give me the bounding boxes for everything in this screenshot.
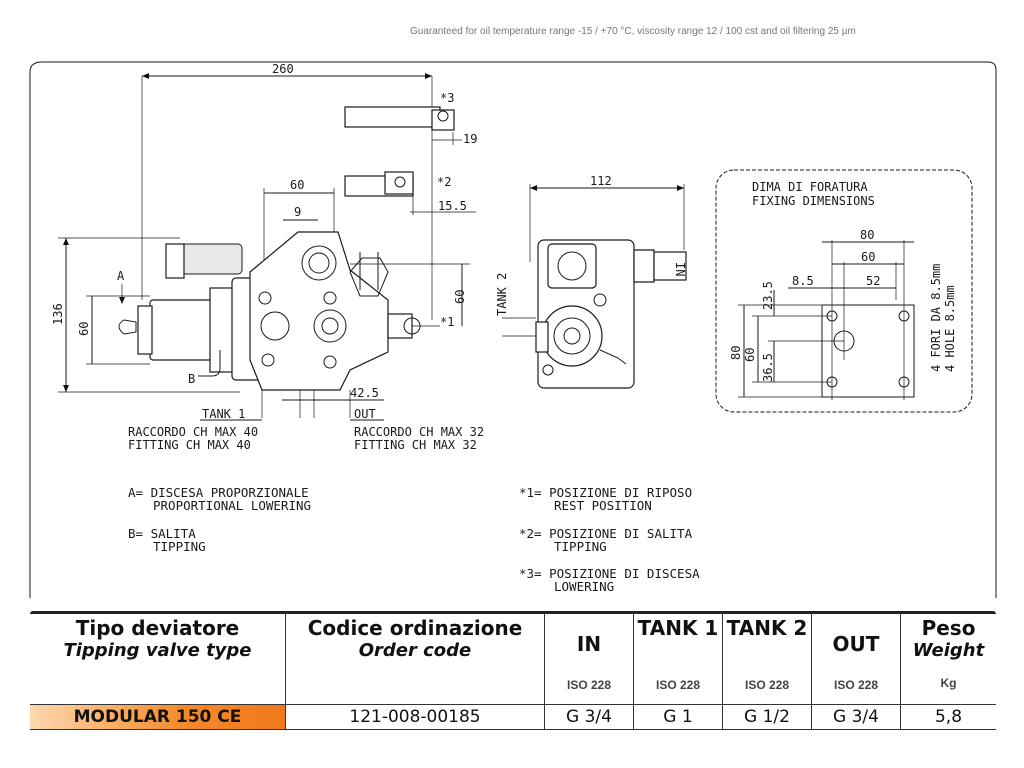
legend: A= DISCESA PROPORZIONALE PROPORTIONAL LO…: [128, 485, 700, 594]
header-weight: Peso Weight Kg: [912, 616, 985, 690]
fixing-dimensions: DIMA DI FORATURA FIXING DIMENSIONS 80 60…: [715, 169, 973, 413]
table-row: MODULAR 150 CE 121-008-00185 G 3/4 G 1 G…: [30, 704, 996, 730]
legend-p3-it: *3= POSIZIONE DI DISCESA: [519, 566, 700, 581]
cell-in: G 3/4: [544, 704, 634, 730]
dim-52-fix: 52: [866, 274, 880, 288]
dim-60-right: 60: [453, 290, 467, 304]
fitting-left-en: FITTING CH MAX 40: [128, 438, 251, 452]
cell-weight: 5,8: [900, 704, 996, 730]
dim-80-v-fix: 80: [729, 346, 743, 360]
legend-p1-en: REST POSITION: [554, 498, 652, 513]
marker-a: A: [117, 269, 125, 283]
dim-23-5-fix: 23.5: [761, 281, 775, 310]
cell-model: MODULAR 150 CE: [30, 704, 286, 730]
legend-b-en: TIPPING: [153, 539, 206, 554]
dim-80-fix: 80: [860, 228, 874, 242]
dim-112: 112: [590, 174, 612, 188]
dim-60-v-fix: 60: [743, 348, 757, 362]
dim-60-fix: 60: [861, 250, 875, 264]
legend-p2-it: *2= POSIZIONE DI SALITA: [519, 526, 693, 541]
marker-b: B: [188, 372, 195, 386]
fitting-left-it: RACCORDO CH MAX 40: [128, 425, 258, 439]
header-code: Codice ordinazione Order code: [285, 612, 545, 705]
dim-42-5: 42.5: [350, 386, 379, 400]
cell-tank2: G 1/2: [722, 704, 812, 730]
dim-8-5-fix: 8.5: [792, 274, 814, 288]
legend-a-it: A= DISCESA PROPORZIONALE: [128, 485, 309, 500]
cell-code: 121-008-00185: [285, 704, 545, 730]
port-tank1: TANK 1: [202, 407, 245, 421]
fitting-right-en: FITTING CH MAX 32: [354, 438, 477, 452]
fixing-title-en: FIXING DIMENSIONS: [752, 194, 875, 208]
dim-19: 19: [463, 132, 477, 146]
dim-260: 260: [272, 62, 294, 76]
fixing-holes-en: 4 HOLE 8.5mm: [943, 285, 957, 372]
marker-1: *1: [440, 315, 454, 329]
header-type: Tipo deviatore Tipping valve type: [30, 612, 286, 705]
cell-tank1: G 1: [633, 704, 723, 730]
dim-136: 136: [51, 303, 65, 325]
header-tank2: TANK 2 ISO 228: [722, 612, 812, 705]
marker-3: *3: [440, 91, 454, 105]
port-tank2: TANK 2: [495, 273, 509, 316]
legend-p2-en: TIPPING: [554, 539, 607, 554]
fixing-title-it: DIMA DI FORATURA: [752, 180, 868, 194]
dim-15-5: 15.5: [438, 199, 467, 213]
legend-b-it: B= SALITA: [128, 526, 196, 541]
dim-60-top: 60: [290, 178, 304, 192]
valve-front-view: 112 IN TANK 2: [495, 174, 687, 389]
spec-table: Tipo deviatore Tipping valve type Codice…: [30, 612, 996, 730]
legend-p1-it: *1= POSIZIONE DI RIPOSO: [519, 485, 692, 500]
header-tank1: TANK 1 ISO 228: [633, 612, 723, 705]
dim-60-left: 60: [77, 322, 91, 336]
legend-a-en: PROPORTIONAL LOWERING: [153, 498, 311, 513]
header-out: OUT ISO 228: [811, 612, 901, 705]
dim-36-5-fix: 36.5: [761, 353, 775, 382]
top-caption: Guaranteed for oil temperature range -15…: [410, 26, 856, 37]
legend-p3-en: LOWERING: [554, 579, 614, 594]
valve-side-view: 260 *3 19 *2 15.5 60 9 136 60: [51, 62, 484, 452]
drawing-frame: [29, 61, 997, 598]
fitting-right-it: RACCORDO CH MAX 32: [354, 425, 484, 439]
fixing-holes-it: 4 FORI DA 8.5mm: [929, 264, 943, 372]
table-header-row: Tipo deviatore Tipping valve type Codice…: [30, 612, 996, 705]
marker-2: *2: [437, 175, 451, 189]
dim-9: 9: [294, 205, 301, 219]
header-in: IN ISO 228: [544, 612, 634, 705]
cell-out: G 3/4: [811, 704, 901, 730]
port-in: IN: [673, 262, 687, 276]
port-out: OUT: [354, 407, 376, 421]
